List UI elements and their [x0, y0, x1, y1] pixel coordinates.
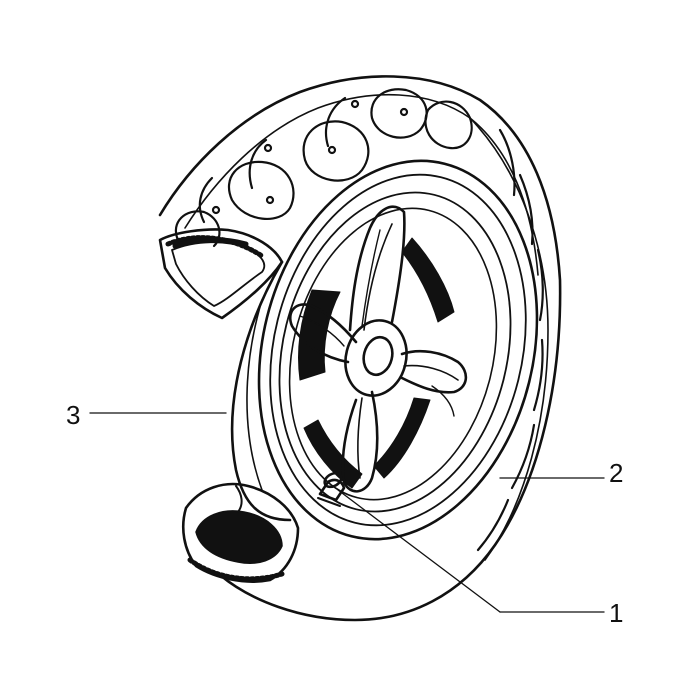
tread-groove	[498, 128, 516, 197]
tyre-casing	[158, 75, 562, 622]
spoke-lower	[341, 390, 379, 493]
tread-dot	[350, 99, 360, 109]
tyre-right-edge	[469, 117, 549, 561]
tread-groove	[518, 173, 534, 246]
spoke-gap-shadow	[373, 397, 431, 479]
cutaway-top-dark-band	[172, 237, 249, 249]
valve-stem	[317, 471, 346, 507]
tread-dot	[399, 107, 409, 117]
tread-block	[174, 210, 221, 248]
cutaway-bottom-hatching	[187, 557, 285, 582]
tread-block	[302, 120, 370, 182]
tread-dot	[263, 143, 273, 153]
tread-block	[227, 160, 295, 220]
spoke-left	[289, 303, 358, 364]
spoke-groove	[361, 229, 381, 327]
spoke-gap-shadow	[401, 237, 455, 323]
cutaway-bottom-section	[182, 482, 300, 583]
tyre-sidewall-inner	[246, 299, 263, 491]
tread-block	[370, 88, 428, 139]
callout-label-2: 2	[609, 458, 624, 488]
tread-dot	[327, 145, 337, 155]
spoke-gap-shadow	[298, 289, 341, 381]
spoke-right-edge	[403, 364, 459, 381]
valve-body	[318, 478, 346, 502]
spoke-right	[400, 349, 468, 394]
spoke-upper	[348, 205, 406, 332]
tyre-outer-profile	[158, 75, 562, 622]
cutaway-bottom-inner-tube	[195, 510, 283, 564]
tyre-sidewall-front	[230, 260, 292, 522]
spoke-gap-shadow	[303, 419, 363, 489]
valve-cap	[323, 471, 343, 489]
rim-outer-flange	[269, 173, 527, 527]
cutaway-top-inner-tube	[171, 241, 266, 307]
rim-outer-edge	[257, 159, 539, 541]
callout-label-3: 3	[66, 400, 81, 430]
tread-groove	[536, 248, 544, 322]
leader-line-1	[337, 489, 501, 613]
hub-outer	[344, 319, 408, 397]
tread-groove	[198, 176, 214, 224]
hub-center	[362, 335, 394, 377]
tread-dot	[265, 195, 275, 205]
tread-groove	[248, 138, 268, 190]
spoke-lower-edge	[357, 397, 363, 479]
tread-groove	[532, 338, 544, 412]
spoke-upper-edge	[363, 223, 393, 331]
spoke-groove	[431, 385, 455, 417]
callout-leaders	[89, 412, 605, 613]
tread-groove	[510, 423, 536, 490]
callout-label-1: 1	[609, 598, 624, 628]
tread-groove	[324, 96, 347, 148]
valve-base	[317, 497, 341, 507]
tread-dot	[211, 205, 221, 215]
tread-groove	[476, 498, 510, 552]
cutaway-bottom-lip	[235, 485, 243, 513]
tyre-crown-line	[184, 93, 539, 276]
cutaway-top-section	[158, 228, 284, 320]
spoke-groove	[299, 315, 345, 347]
wheel-spokes	[289, 205, 468, 493]
tread-pattern	[174, 88, 544, 552]
rim-inner-flange	[278, 191, 512, 513]
tread-block	[424, 100, 473, 150]
